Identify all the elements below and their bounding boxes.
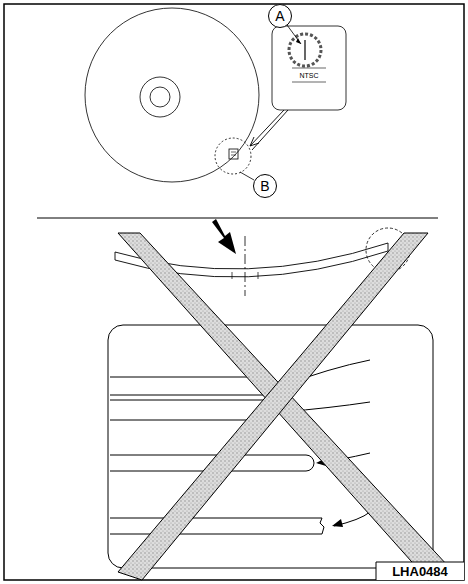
callout-letter: B: [260, 178, 269, 194]
logo-text: NTSC: [299, 72, 318, 79]
callout-letter: A: [275, 8, 284, 24]
callout-circle: A: [268, 4, 292, 28]
callout-circle: B: [253, 174, 277, 198]
figure-code: LHA0484: [392, 564, 448, 579]
